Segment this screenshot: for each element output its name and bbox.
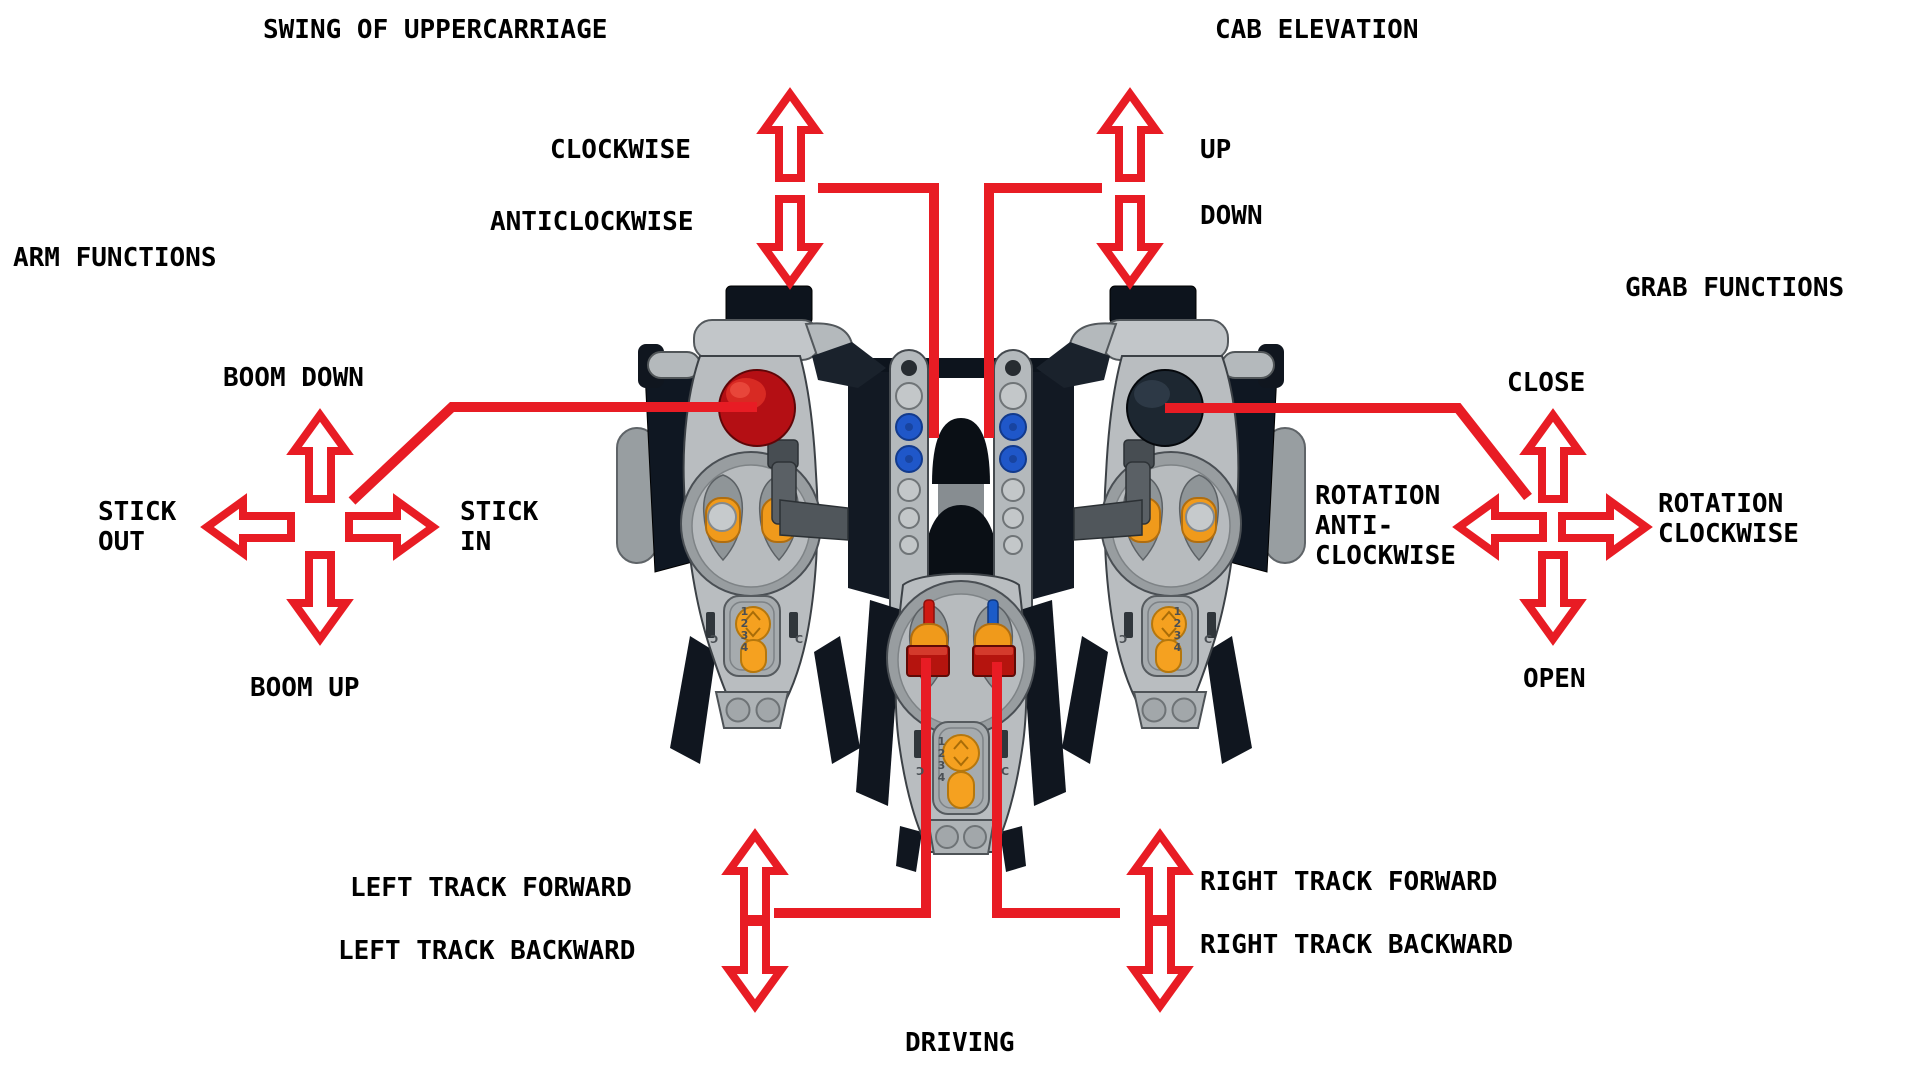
cab-connector-line <box>984 183 1102 438</box>
cab-up-arrow <box>1104 94 1156 178</box>
grab-down-arrow <box>1527 555 1579 639</box>
bottom-remote-channel-marks: 1234 <box>937 735 946 784</box>
stick-in-label: STICK IN <box>460 497 538 557</box>
arm-left-arrow <box>207 501 291 553</box>
lego-remote-bottom <box>856 572 1066 872</box>
grab-up-arrow <box>1527 415 1579 499</box>
arm-down-arrow <box>294 555 346 639</box>
left-remote-c-mark-left: C <box>710 633 719 646</box>
arm-right-arrow <box>349 501 433 553</box>
lego-remote-left <box>616 285 887 765</box>
stick-in-line2: IN <box>460 527 492 557</box>
left-track-up-arrow <box>729 835 781 919</box>
right-track-forward-label: RIGHT TRACK FORWARD <box>1200 867 1498 897</box>
arm-connector-line <box>348 402 757 505</box>
grab-left-arrow <box>1459 501 1543 553</box>
stick-in-line1: STICK <box>460 497 539 527</box>
right-track-backward-label: RIGHT TRACK BACKWARD <box>1200 930 1514 960</box>
grab-right-arrow <box>1562 501 1646 553</box>
boom-down-label: BOOM DOWN <box>223 363 364 393</box>
right-remote-channel-marks: 1234 <box>1173 605 1182 654</box>
bottom-remote-c-mark-left: C <box>916 765 925 778</box>
swing-clockwise-label: CLOCKWISE <box>550 135 691 165</box>
console-lower-arch <box>922 505 1000 590</box>
swing-connector-line <box>818 183 939 438</box>
console-upper-arch <box>932 418 990 484</box>
rotation-anticlockwise-line2: ANTI- <box>1315 511 1394 541</box>
lego-remote-right <box>1035 285 1306 765</box>
right-track-down-arrow <box>1134 922 1186 1006</box>
cab-title: CAB ELEVATION <box>1215 15 1419 45</box>
left-remote-c-mark-right: C <box>795 633 804 646</box>
grab-close-label: CLOSE <box>1507 368 1586 398</box>
grab-open-label: OPEN <box>1523 664 1586 694</box>
stick-out-line2: OUT <box>98 527 145 557</box>
right-remote-c-mark-right: C <box>1204 633 1213 646</box>
driving-title: DRIVING <box>905 1028 1015 1058</box>
right-track-connector-line <box>992 662 1120 918</box>
swing-up-arrow <box>764 94 816 178</box>
rotation-clockwise-line2: CLOCKWISE <box>1658 519 1799 549</box>
stick-out-line1: STICK <box>98 497 177 527</box>
rotation-clockwise-label: ROTATION CLOCKWISE <box>1658 489 1799 549</box>
grab-connector-line <box>1165 403 1532 501</box>
bottom-remote-c-mark-right: C <box>1001 765 1010 778</box>
rotation-anticlockwise-line1: ROTATION <box>1315 481 1441 511</box>
left-track-connector-line <box>774 658 931 918</box>
left-track-forward-label: LEFT TRACK FORWARD <box>350 873 632 903</box>
right-track-up-arrow <box>1134 835 1186 919</box>
boom-up-label: BOOM UP <box>250 673 360 703</box>
right-remote-c-mark-left: C <box>1119 633 1128 646</box>
rotation-anticlockwise-line3: CLOCKWISE <box>1315 541 1456 571</box>
left-track-down-arrow <box>729 922 781 1006</box>
arm-up-arrow <box>294 415 346 499</box>
swing-title: SWING OF UPPERCARRIAGE <box>263 15 608 45</box>
grab-title: GRAB FUNCTIONS <box>1625 273 1845 303</box>
left-track-backward-label: LEFT TRACK BACKWARD <box>338 936 636 966</box>
cab-down-label: DOWN <box>1200 201 1263 231</box>
left-remote-channel-marks: 1234 <box>740 605 749 654</box>
swing-down-arrow <box>764 199 816 283</box>
rotation-anticlockwise-label: ROTATION ANTI- CLOCKWISE <box>1315 481 1456 571</box>
cab-down-arrow <box>1104 199 1156 283</box>
annotation-lines <box>348 183 1532 918</box>
stick-out-label: STICK OUT <box>98 497 176 557</box>
arm-title: ARM FUNCTIONS <box>13 243 217 273</box>
cab-up-label: UP <box>1200 135 1232 165</box>
swing-anticlockwise-label: ANTICLOCKWISE <box>490 207 694 237</box>
rotation-clockwise-line1: ROTATION <box>1658 489 1784 519</box>
